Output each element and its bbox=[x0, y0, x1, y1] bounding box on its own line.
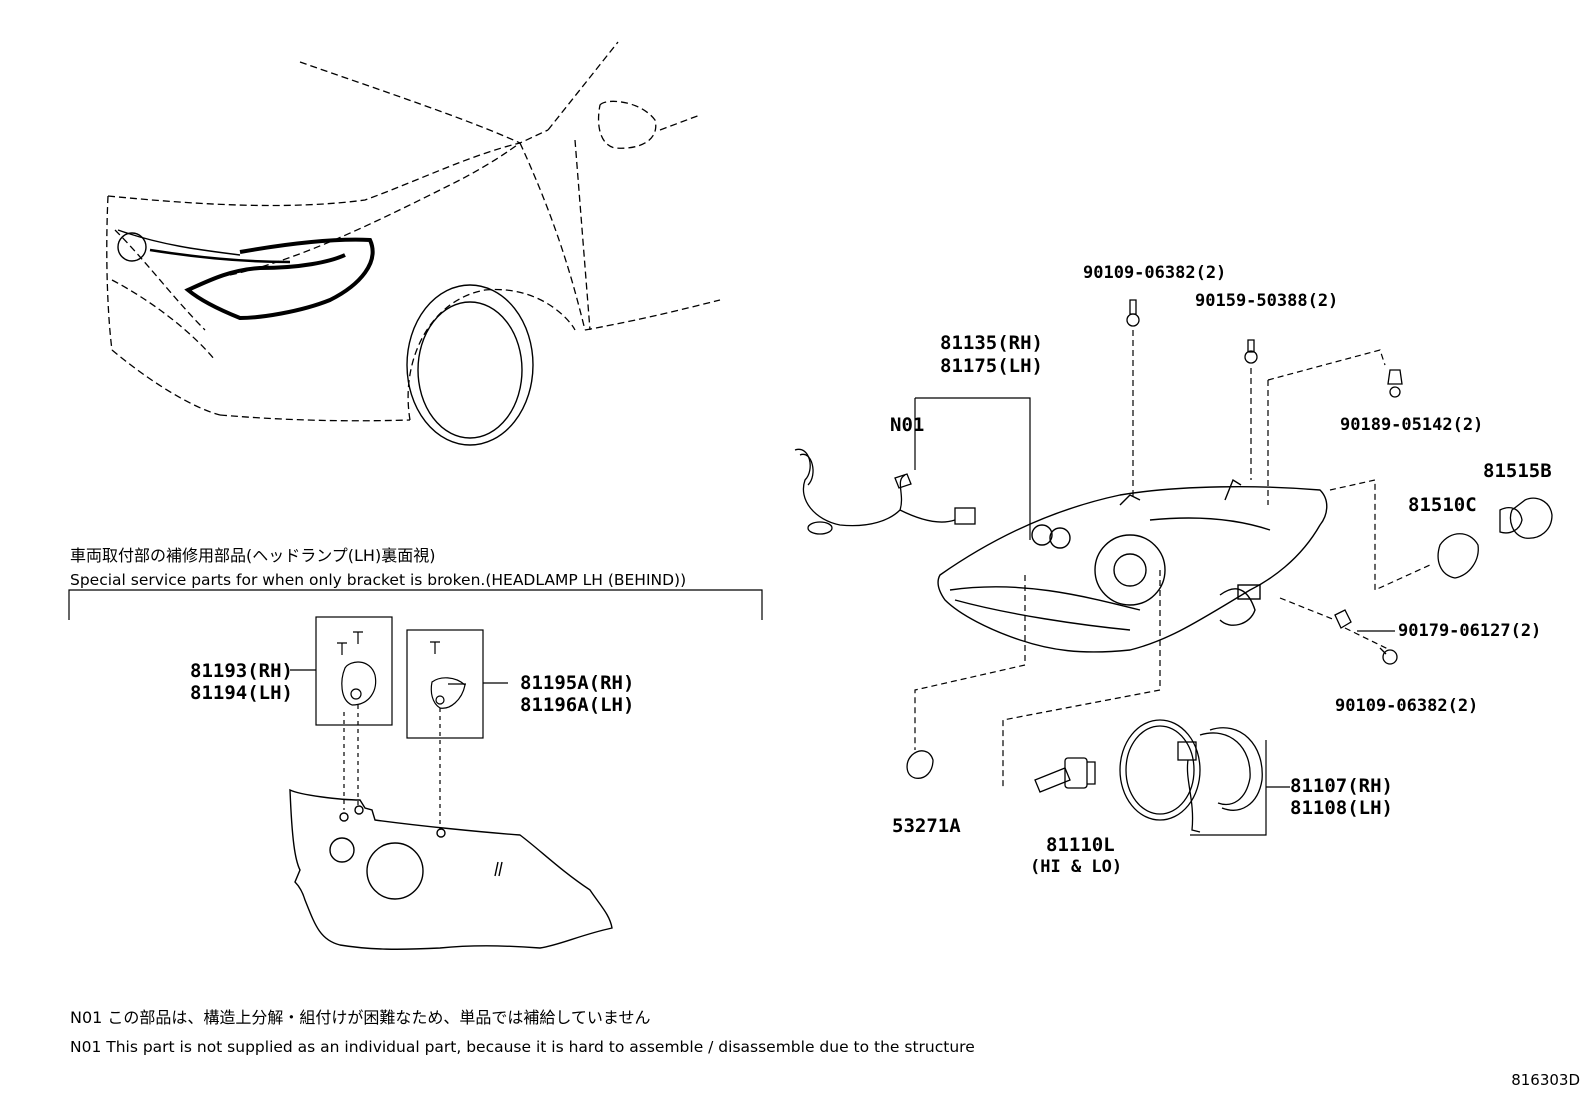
headlamp-location-outline bbox=[184, 237, 375, 321]
service-parts-heading-en: Special service parts for when only brac… bbox=[70, 571, 687, 589]
diagram-code: 816303D bbox=[1511, 1071, 1580, 1089]
part-label-81515b: 81515B bbox=[1483, 460, 1552, 482]
headlamp-rear-view bbox=[289, 788, 613, 950]
part-label-81108: 81108(LH) bbox=[1290, 797, 1393, 819]
service-parts-heading-jp: 車両取付部の補修用部品(ヘッドランプ(LH)裏面視) bbox=[70, 546, 436, 565]
wire-harness bbox=[794, 448, 976, 535]
part-label-81135: 81135(RH) bbox=[940, 332, 1043, 354]
part-label-90159: 90159-50388(2) bbox=[1195, 291, 1339, 311]
part-label-81107: 81107(RH) bbox=[1290, 775, 1393, 797]
leader-lines bbox=[914, 397, 1395, 836]
part-label-81195a: 81195A(RH) bbox=[520, 672, 635, 694]
part-label-81510c: 81510C bbox=[1408, 494, 1477, 516]
headlamp-assembly bbox=[937, 478, 1328, 653]
part-label-n01: N01 bbox=[890, 414, 925, 436]
fasteners bbox=[906, 299, 1553, 779]
service-parts-frame bbox=[68, 589, 763, 739]
part-label-hi-lo: (HI & LO) bbox=[1030, 857, 1123, 877]
part-label-81193: 81193(RH) bbox=[190, 660, 293, 682]
car-front-illustration bbox=[106, 41, 721, 422]
part-label-90109-top: 90109-06382(2) bbox=[1083, 263, 1227, 283]
part-label-90179: 90179-06127(2) bbox=[1398, 621, 1542, 641]
part-label-90109-bottom: 90109-06382(2) bbox=[1335, 696, 1479, 716]
note-n01-jp: N01 この部品は、構造上分解・組付けが困難なため、単品では補給していません bbox=[70, 1008, 651, 1027]
part-label-81196a: 81196A(LH) bbox=[520, 694, 635, 716]
note-n01-en: N01 This part is not supplied as an indi… bbox=[70, 1038, 975, 1056]
part-label-81175: 81175(LH) bbox=[940, 355, 1043, 377]
part-label-81194: 81194(LH) bbox=[190, 682, 293, 704]
part-label-90189: 90189-05142(2) bbox=[1340, 415, 1484, 435]
part-label-53271a: 53271A bbox=[892, 815, 961, 837]
bulb-socket bbox=[1034, 719, 1263, 833]
part-label-81110l: 81110L bbox=[1046, 834, 1115, 856]
bracket-bolts bbox=[337, 631, 466, 709]
